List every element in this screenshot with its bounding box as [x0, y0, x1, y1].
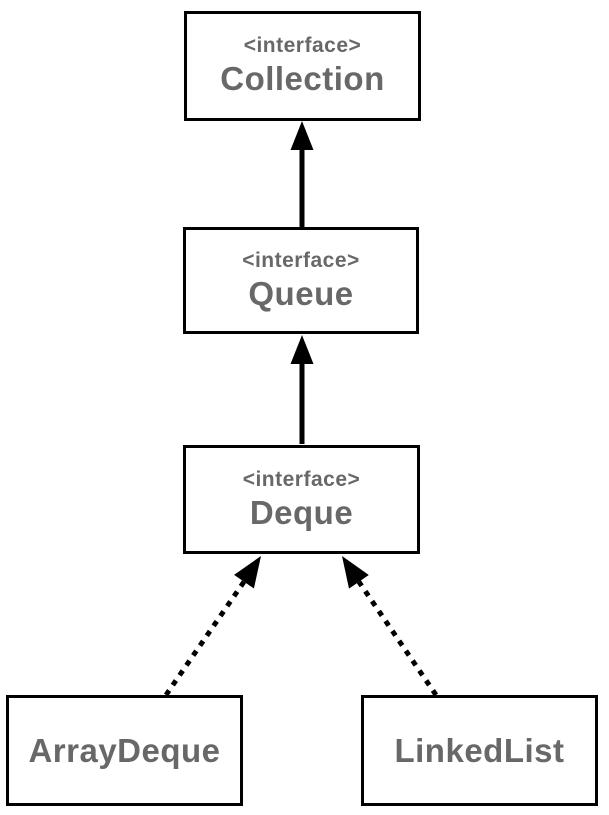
- node-collection-name: Collection: [220, 60, 385, 98]
- node-arraydeque: ArrayDeque: [6, 695, 243, 806]
- node-deque: <interface> Deque: [183, 445, 420, 554]
- node-deque-name: Deque: [249, 493, 354, 531]
- node-queue-name: Queue: [248, 274, 354, 312]
- edge-deque-extends-queue: [290, 335, 314, 444]
- node-collection-stereotype: <interface>: [243, 34, 362, 58]
- node-deque-stereotype: <interface>: [242, 467, 361, 491]
- node-arraydeque-name: ArrayDeque: [28, 731, 221, 769]
- node-linkedlist: LinkedList: [361, 695, 598, 806]
- node-collection: <interface> Collection: [184, 11, 421, 121]
- edge-linkedlist-implements-deque: [342, 556, 439, 697]
- edge-arraydeque-implements-deque: [163, 556, 261, 697]
- node-linkedlist-name: LinkedList: [394, 731, 565, 769]
- node-queue-stereotype: <interface>: [242, 248, 360, 272]
- edge-queue-extends-collection: [290, 121, 314, 227]
- node-queue: <interface> Queue: [183, 227, 419, 334]
